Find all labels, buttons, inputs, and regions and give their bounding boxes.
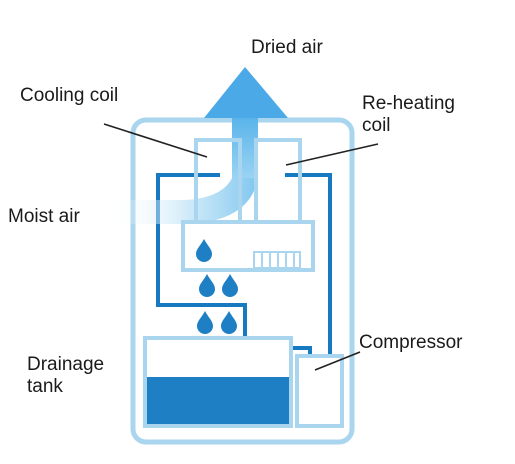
compressor-box — [295, 354, 344, 428]
label-moist-air: Moist air — [8, 206, 80, 227]
leader-lines — [103, 123, 379, 371]
water-drop — [221, 311, 237, 334]
water-drop — [196, 239, 212, 262]
water-drop — [197, 311, 213, 334]
tray-vent — [253, 251, 301, 269]
label-drainage-tank: Drainage tank — [27, 354, 105, 397]
label-cooling-coil: Cooling coil — [20, 85, 119, 106]
label-compressor: Compressor — [359, 332, 463, 353]
label-reheating-coil: Re-heating coil — [362, 93, 455, 136]
label-dried-air: Dried air — [251, 37, 323, 58]
drainage-tank-water — [147, 377, 289, 424]
dried-air-arrow — [204, 67, 288, 118]
moist-air-flow — [110, 178, 258, 224]
condensate-tray — [181, 220, 315, 272]
water-drop — [222, 274, 238, 297]
water-drop — [199, 274, 215, 297]
